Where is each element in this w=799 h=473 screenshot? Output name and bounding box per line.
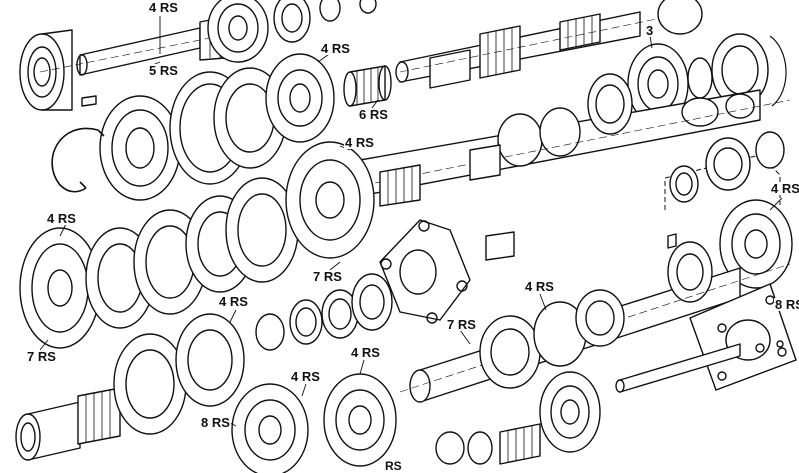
label-4rs-input-shaft: 4 RS — [148, 0, 179, 15]
label-6rs: 6 RS — [358, 107, 389, 122]
synchro-top-right — [687, 33, 787, 107]
gear-4rs-second-row — [265, 53, 335, 143]
label-8rs-right: 8 RS — [774, 298, 799, 311]
bearing-top-center — [273, 0, 377, 43]
label-7rs-middle: 7 RS — [312, 269, 343, 284]
bushing-bottom-left — [15, 401, 81, 461]
label-4rs-left: 4 RS — [46, 211, 77, 226]
gear-bottom-right-center — [539, 371, 601, 453]
label-5rs: 5 RS — [148, 63, 179, 78]
label-7rs-left: 7 RS — [26, 349, 57, 364]
label-3: 3 — [645, 23, 655, 38]
label-4rs-bottom-center: 4 RS — [350, 345, 381, 360]
label-4rs-middle: 4 RS — [344, 135, 375, 150]
synchro-cluster-third-row — [85, 177, 299, 329]
mainshaft-top — [395, 9, 701, 89]
gear-4rs-bottom-center — [323, 373, 397, 467]
gear-4rs-third-row-large — [285, 141, 375, 259]
bearing-right-box — [664, 131, 785, 210]
small-key — [81, 95, 97, 107]
circlip — [51, 127, 105, 193]
bearing-top-left — [19, 29, 73, 111]
gear-4rs-right — [667, 199, 793, 289]
synchro-hub-left — [99, 95, 181, 201]
shift-rod-lower-right — [615, 340, 784, 393]
label-4rs-bottom: 4 RS — [290, 369, 321, 384]
needle-bearing-6rs — [343, 65, 392, 107]
small-parts-bottom — [435, 423, 541, 465]
label-rs-bottom-cut: RS — [384, 459, 403, 473]
needle-bearing-bottom-left — [77, 387, 121, 445]
label-4rs-right: 4 RS — [770, 181, 799, 196]
gear-7rs-lower — [479, 289, 625, 389]
label-4rs-countershaft: 4 RS — [524, 279, 555, 294]
synchro-bottom-left — [113, 313, 245, 435]
bearings-lower-middle — [255, 273, 393, 351]
label-4rs-lower-left: 4 RS — [218, 294, 249, 309]
output-flange — [379, 219, 515, 324]
needle-bearings-middle — [379, 144, 501, 207]
label-4rs-gear-top: 4 RS — [320, 41, 351, 56]
label-7rs-lower: 7 RS — [446, 317, 477, 332]
gear-top-input — [207, 0, 269, 63]
label-8rs-bottom: 8 RS — [200, 415, 231, 430]
gear-8rs-bottom — [231, 383, 309, 473]
